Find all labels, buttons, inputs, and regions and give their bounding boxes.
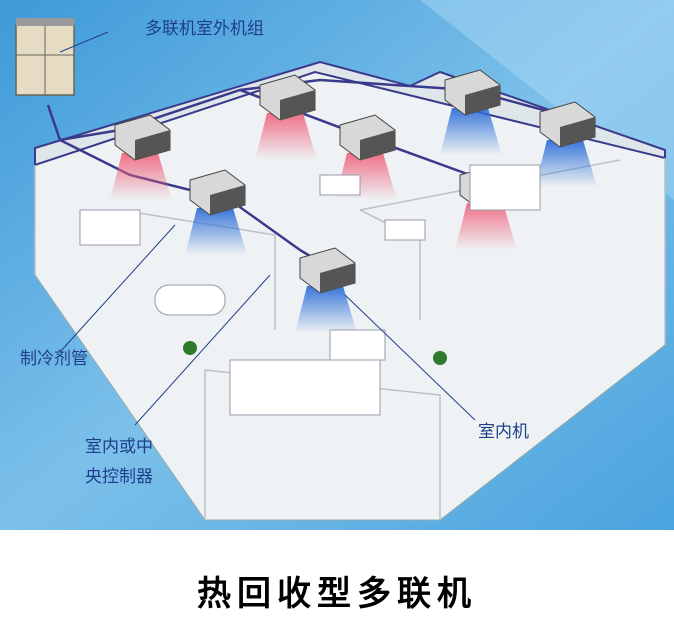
indoor-unit-cooling xyxy=(295,247,357,333)
heating-airflow xyxy=(255,113,317,160)
label-indoor-unit: 室内机 xyxy=(478,422,529,442)
cooling-airflow xyxy=(440,108,502,155)
cooling-airflow xyxy=(185,208,247,255)
indoor-unit-heating xyxy=(335,114,397,200)
indoor-unit-cooling xyxy=(440,69,502,155)
cooling-airflow xyxy=(295,286,357,333)
building-illustration xyxy=(0,0,674,530)
indoor-unit-heating xyxy=(110,114,172,200)
caption: 热回收型多联机 xyxy=(197,574,477,614)
outdoor-unit-icon xyxy=(15,18,75,96)
indoor-unit-heating xyxy=(255,74,317,160)
indoor-unit-cooling xyxy=(185,169,247,255)
label-outdoor-unit: 多联机室外机组 xyxy=(145,19,264,39)
furniture xyxy=(79,164,541,416)
label-controller-line1: 室内或中 xyxy=(85,437,153,457)
cooling-airflow xyxy=(535,140,597,187)
leader-lines xyxy=(59,224,476,426)
heating-airflow xyxy=(455,203,517,250)
label-refrigerant-pipe: 制冷剂管 xyxy=(20,349,88,369)
plants xyxy=(183,341,447,365)
heating-airflow xyxy=(110,153,172,200)
indoor-unit-cooling xyxy=(535,101,597,187)
label-controller-line2: 央控制器 xyxy=(85,467,153,487)
